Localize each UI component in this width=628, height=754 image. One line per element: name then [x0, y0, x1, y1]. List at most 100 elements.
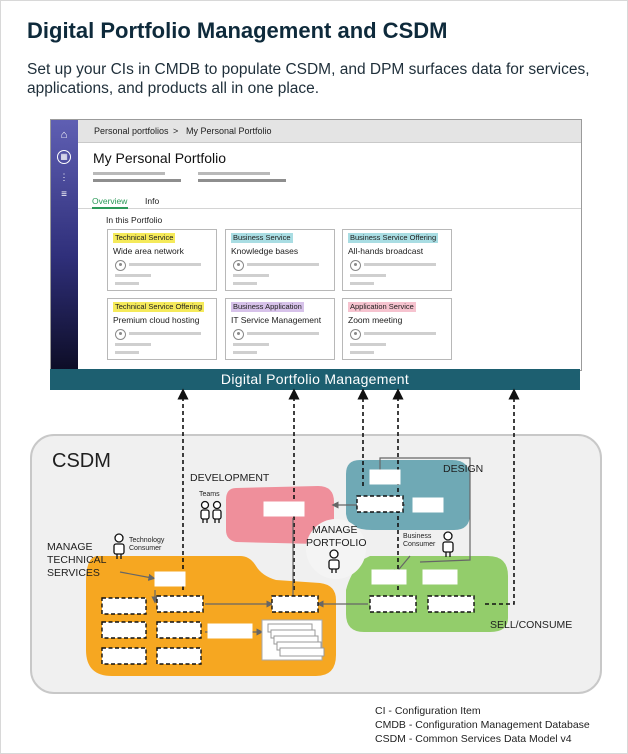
owner-avatar-icon [115, 329, 126, 340]
home-icon[interactable]: ⌂ [60, 129, 68, 141]
list-icon[interactable]: ≡ [61, 189, 67, 200]
placeholder-bar [350, 282, 374, 285]
placeholder-bar [350, 351, 374, 354]
development-label: DEVELOPMENT [190, 472, 270, 484]
portfolio-card[interactable]: Application Service Zoom meeting [342, 298, 452, 360]
tab-divider [78, 208, 581, 209]
card-name: Wide area network [113, 246, 184, 256]
ci-box [156, 621, 202, 639]
placeholder-bar [129, 332, 201, 335]
owner-avatar-icon [233, 260, 244, 271]
placeholder-bar [350, 274, 386, 277]
breadcrumb-current: My Personal Portfolio [186, 126, 272, 136]
placeholder-bar [233, 351, 257, 354]
placeholder-bar [247, 332, 319, 335]
owner-avatar-icon [115, 260, 126, 271]
dpm-connectors [177, 388, 520, 605]
ci-box [207, 623, 253, 639]
teams-label: Teams [199, 491, 220, 498]
card-tag: Technical Service Offering [113, 302, 204, 312]
business-consumer-icon [442, 531, 454, 557]
stacked-documents-icon [261, 619, 325, 661]
placeholder-bar [350, 343, 386, 346]
business-consumer-label-line1: Business [403, 533, 432, 540]
page-title: Digital Portfolio Management and CSDM [27, 18, 448, 43]
persona-icons [113, 500, 454, 573]
legend-cmdb: CMDB - Configuration Management Database [375, 719, 590, 731]
ci-box [156, 647, 202, 665]
placeholder-bar [233, 343, 269, 346]
ci-box [101, 621, 147, 639]
dpm-connector [485, 388, 520, 605]
ci-box [101, 647, 147, 665]
placeholder-bar [233, 274, 269, 277]
sell-consume-label: SELL/CONSUME [490, 619, 573, 631]
flow-arrow [379, 457, 471, 563]
ci-box [356, 495, 404, 513]
card-tag: Business Application [231, 302, 304, 312]
active-tab-underline [92, 207, 128, 209]
ci-box [422, 569, 458, 585]
card-name: Knowledge bases [231, 246, 299, 256]
portfolio-card[interactable]: Technical Service Wide area network [107, 229, 217, 291]
placeholder-bar [93, 172, 165, 175]
placeholder-bar [129, 263, 201, 266]
mts-label-line2: TECHNICAL [47, 554, 107, 566]
card-name: IT Service Management [231, 315, 322, 325]
legend-csdm: CSDM - Common Services Data Model v4 [375, 733, 572, 745]
placeholder-bar [115, 274, 151, 277]
ci-box [369, 595, 417, 613]
ci-box [427, 595, 475, 613]
business-consumer-label-line2: Consumer [403, 541, 436, 548]
design-label: DESIGN [443, 463, 484, 475]
owner-avatar-icon [233, 329, 244, 340]
portfolio-icon[interactable]: ▦ [57, 150, 71, 164]
placeholder-bar [198, 179, 286, 182]
placeholder-bar [233, 282, 257, 285]
page-subtitle: Set up your CIs in CMDB to populate CSDM… [27, 61, 590, 97]
manage-portfolio-label-line2: PORTFOLIO [306, 537, 367, 549]
manage-portfolio-label-line1: MANAGE [312, 524, 358, 536]
owner-avatar-icon [350, 329, 361, 340]
ci-box [271, 595, 319, 613]
placeholder-bar [115, 351, 139, 354]
technology-consumer-label-line2: Consumer [129, 545, 162, 552]
breadcrumb: Personal portfolios > My Personal Portfo… [78, 120, 581, 143]
placeholder-bar [247, 263, 319, 266]
hierarchy-icon[interactable]: ⋮ [59, 172, 69, 182]
ci-box [412, 497, 444, 513]
card-name: Premium cloud hosting [113, 315, 200, 325]
mts-label-line3: SERVICES [47, 567, 100, 579]
owner-avatar-icon [350, 260, 361, 271]
card-tag: Business Service [231, 233, 293, 243]
card-name: All-hands broadcast [348, 246, 424, 256]
dpm-banner: Digital Portfolio Management [50, 369, 580, 390]
csdm-title: CSDM [52, 450, 111, 472]
tab-overview[interactable]: Overview [92, 196, 128, 206]
nav-rail: ⌂ ▦ ⋮ ≡ [51, 120, 78, 370]
ci-box [101, 597, 147, 615]
portfolio-card[interactable]: Technical Service Offering Premium cloud… [107, 298, 217, 360]
placeholder-bar [115, 343, 151, 346]
manage-portfolio-area [306, 519, 366, 579]
portfolio-card[interactable]: Business Application IT Service Manageme… [225, 298, 335, 360]
portfolio-window: ⌂ ▦ ⋮ ≡ Personal portfolios > My Persona… [50, 119, 582, 371]
placeholder-bar [198, 172, 270, 175]
placeholder-bar [364, 332, 436, 335]
breadcrumb-personal-portfolios[interactable]: Personal portfolios [94, 126, 169, 136]
card-tag: Business Service Offering [348, 233, 439, 243]
sell-consume-area [346, 556, 508, 632]
portfolio-card[interactable]: Business Service Knowledge bases [225, 229, 335, 291]
placeholder-bar [93, 179, 181, 182]
portfolio-card[interactable]: Business Service Offering All-hands broa… [342, 229, 452, 291]
dpm-ci-boxes [101, 495, 475, 665]
section-label: In this Portfolio [106, 215, 163, 225]
ci-box [263, 501, 305, 517]
portfolio-manager-icon [328, 549, 340, 573]
technology-consumer-label-line1: Technology [129, 537, 165, 544]
ci-box [154, 571, 186, 587]
tab-info[interactable]: Info [145, 196, 160, 206]
placeholder-bar [115, 282, 139, 285]
flow-arrow [119, 571, 156, 581]
